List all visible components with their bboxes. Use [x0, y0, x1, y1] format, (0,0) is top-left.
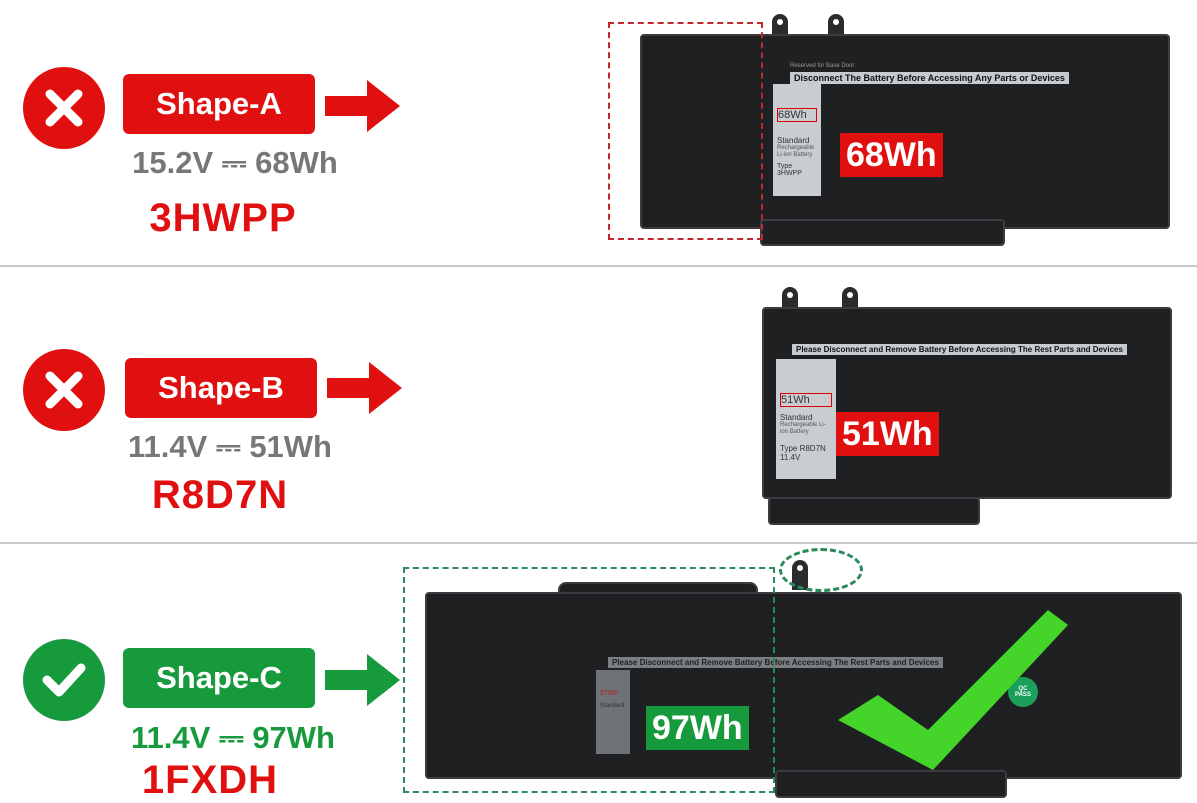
large-check-icon [838, 610, 1068, 770]
base-door-text: Reserved for Base Door [790, 63, 855, 69]
compatible-check-icon [23, 639, 105, 721]
label-std: Standard [600, 703, 625, 709]
highlight-box [608, 22, 763, 240]
battery-b: Please Disconnect and Remove Battery Bef… [762, 287, 1187, 527]
capacity: 68Wh [255, 145, 338, 180]
incompatible-x-icon [23, 349, 105, 431]
capacity-callout: 51Wh [836, 412, 939, 456]
model-number: R8D7N [151, 473, 289, 517]
voltage: 15.2V [132, 145, 214, 180]
dc-symbol: ⎓ [215, 429, 241, 464]
label-std: Standard [780, 413, 813, 422]
highlight-box [403, 567, 775, 793]
battery-c: Please Disconnect and Remove Battery Bef… [413, 560, 1195, 800]
label-wh: 68Wh [777, 108, 817, 122]
arrow-right-icon [325, 654, 400, 706]
warning-banner: Please Disconnect and Remove Battery Bef… [792, 344, 1127, 355]
voltage-capacity: 11.4V ⎓ 51Wh [100, 429, 360, 466]
capacity-callout: 68Wh [840, 133, 943, 177]
label-type: Type R8D7N [780, 444, 826, 453]
incompatible-x-icon [23, 67, 105, 149]
capacity-callout: 97Wh [646, 706, 749, 750]
capacity: 97Wh [252, 720, 335, 755]
warning-banner: Disconnect The Battery Before Accessing … [790, 72, 1069, 84]
voltage: 11.4V [128, 429, 208, 464]
label-std: Standard [777, 136, 810, 145]
label-sub: Rechargeable Li-ion Battery [777, 145, 815, 158]
row-divider [0, 265, 1197, 267]
model-number: 3HWPP [149, 196, 297, 240]
spec-label: 51Wh Standard Rechargeable Li-ion Batter… [776, 359, 836, 479]
shape-a-badge: Shape-A [123, 74, 315, 134]
dc-symbol: ⎓ [218, 720, 244, 755]
capacity: 51Wh [249, 429, 332, 464]
label-wh: 97Wh [600, 690, 619, 697]
label-type: Type 3HWPP [777, 163, 802, 177]
shape-b-badge: Shape-B [125, 358, 317, 418]
dc-symbol: ⎓ [221, 145, 247, 180]
label-voltage: 11.4V [780, 453, 801, 462]
arrow-right-icon [325, 80, 400, 132]
voltage-capacity: 11.4V ⎓ 97Wh [103, 720, 363, 757]
shape-c-badge: Shape-C [123, 648, 315, 708]
spec-label: 68Wh Standard Rechargeable Li-ion Batter… [773, 84, 821, 196]
row-divider [0, 542, 1197, 544]
arrow-right-icon [327, 362, 402, 414]
spec-label: 97Wh Standard [596, 670, 630, 754]
highlight-ellipse [779, 548, 863, 592]
model-number: 1FXDH [141, 758, 279, 802]
voltage: 11.4V [131, 720, 211, 755]
label-wh: 51Wh [780, 393, 832, 407]
label-sub: Rechargeable Li-ion Battery [780, 422, 826, 435]
voltage-capacity: 15.2V ⎓ 68Wh [105, 145, 365, 182]
battery-a: Reserved for Base Door Disconnect The Ba… [640, 14, 1185, 249]
warning-banner: Please Disconnect and Remove Battery Bef… [608, 657, 943, 668]
